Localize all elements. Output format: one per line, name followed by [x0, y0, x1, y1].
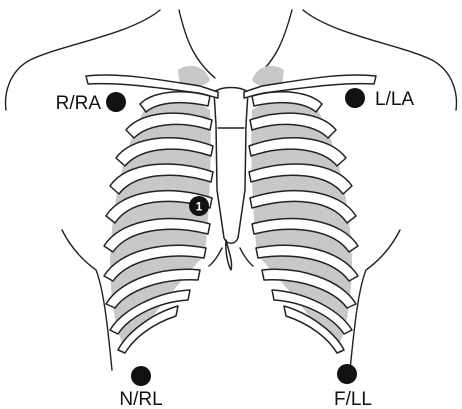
electrode-ra-dot — [106, 92, 126, 112]
electrode-chest-1: 1 — [189, 196, 209, 216]
sternum — [209, 88, 253, 271]
electrode-rl-label: N/RL — [119, 389, 162, 409]
electrode-la-label: L/LA — [375, 89, 414, 110]
electrode-ll-dot — [337, 364, 357, 384]
electrode-ra-label: R/RA — [56, 93, 102, 114]
electrode-la: L/LA — [345, 88, 414, 110]
electrode-ra: R/RA — [56, 92, 126, 114]
electrode-ll: F/LL — [334, 364, 372, 409]
electrode-ll-label: F/LL — [334, 389, 372, 409]
electrode-chest-1-number: 1 — [196, 200, 203, 214]
electrode-rl: N/RL — [119, 366, 162, 409]
electrode-rl-dot — [131, 366, 151, 386]
electrode-la-dot — [345, 88, 365, 108]
